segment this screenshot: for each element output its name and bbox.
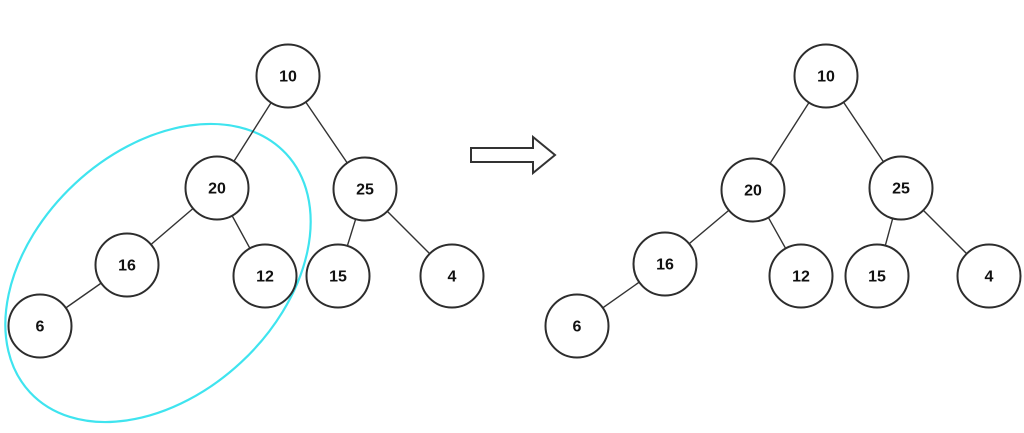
transform-arrow-icon (470, 134, 557, 176)
node-circle (632, 231, 698, 297)
right-tree: 10 20 25 16 12 15 4 6 (544, 43, 1022, 359)
node-circle (720, 157, 786, 223)
tree-node-6: 6 (7, 293, 73, 359)
node-circle (844, 243, 910, 309)
node-label: 20 (744, 183, 762, 200)
node-label: 12 (256, 269, 274, 286)
node-circle (419, 243, 485, 309)
subtree-highlight-ellipse (4, 122, 312, 424)
left-tree: 10 20 25 16 12 15 4 6 (4, 43, 485, 424)
tree-node-6: 6 (544, 293, 610, 359)
node-label: 12 (792, 269, 810, 286)
tree-node-16: 16 (94, 232, 160, 298)
node-circle (305, 243, 371, 309)
node-label: 6 (573, 319, 582, 336)
tree-node-10: 10 (793, 43, 859, 109)
node-label: 6 (36, 319, 45, 336)
node-circle (956, 243, 1022, 309)
tree-node-16: 16 (632, 231, 698, 297)
node-circle (544, 293, 610, 359)
node-circle (184, 155, 250, 221)
tree-node-15: 15 (305, 243, 371, 309)
node-circle (793, 43, 859, 109)
node-label: 4 (985, 269, 994, 286)
node-label: 15 (329, 269, 347, 286)
tree-node-25: 25 (868, 155, 934, 221)
tree-node-4: 4 (419, 243, 485, 309)
node-circle (94, 232, 160, 298)
node-label: 4 (448, 269, 457, 286)
node-circle (768, 243, 834, 309)
tree-node-12: 12 (232, 243, 298, 309)
node-label: 16 (656, 257, 674, 274)
node-circle (255, 43, 321, 109)
tree-node-25: 25 (332, 156, 398, 222)
node-label: 10 (279, 69, 297, 86)
node-circle (232, 243, 298, 309)
node-label: 25 (356, 182, 374, 199)
node-label: 25 (892, 181, 910, 198)
node-label: 16 (118, 258, 136, 275)
node-circle (7, 293, 73, 359)
tree-node-20: 20 (720, 157, 786, 223)
node-label: 10 (817, 69, 835, 86)
node-circle (332, 156, 398, 222)
node-label: 15 (868, 269, 886, 286)
tree-node-4: 4 (956, 243, 1022, 309)
node-label: 20 (208, 181, 226, 198)
tree-node-20: 20 (184, 155, 250, 221)
node-circle (868, 155, 934, 221)
tree-node-15: 15 (844, 243, 910, 309)
tree-node-10: 10 (255, 43, 321, 109)
tree-node-12: 12 (768, 243, 834, 309)
